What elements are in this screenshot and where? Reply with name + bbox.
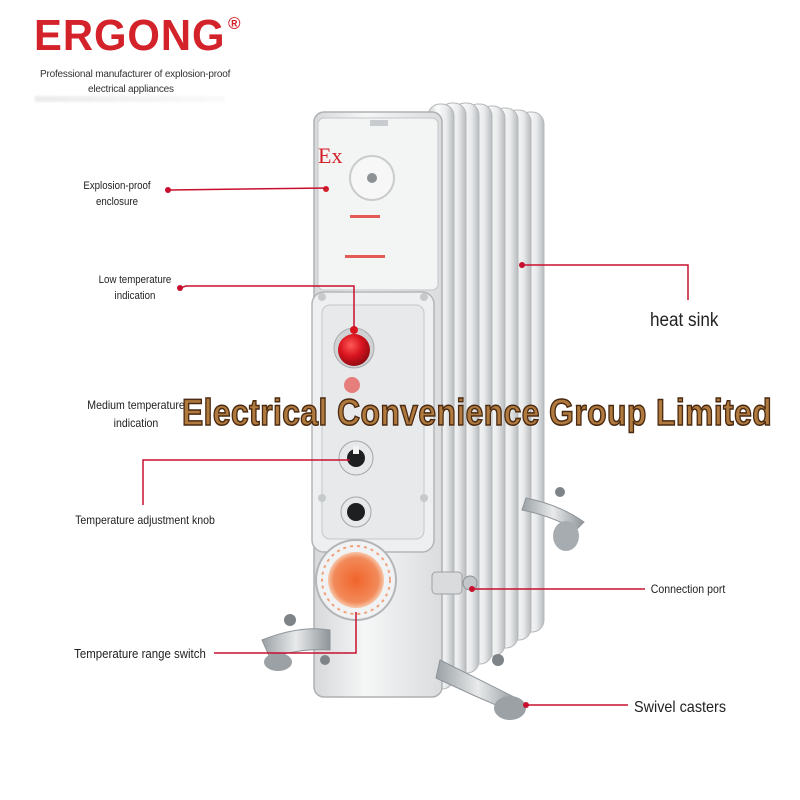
callout-dot-enclosure [165, 187, 171, 193]
callout-low-temperature-indication: Low temperature indication [98, 274, 172, 302]
line-heat-sink [522, 264, 689, 300]
line-adjust-knob [142, 459, 350, 505]
swivel-casters [261, 487, 585, 720]
temperature-range-switch[interactable] [315, 539, 397, 621]
callout-dot-casters [523, 702, 529, 708]
medium-temperature-indicator [344, 377, 360, 393]
brand-tagline-line1: Professional manufacturer of explosion-p… [40, 69, 231, 80]
callout-connection-port: Connection port [650, 582, 726, 596]
callout-temperature-range-switch: Temperature range switch [74, 646, 206, 661]
callout-dot-low-temp [177, 285, 183, 291]
low-temperature-indicator [333, 326, 375, 369]
callout-dot-connection-port [469, 586, 475, 592]
line-range-switch [214, 612, 357, 654]
connection-port [431, 571, 478, 595]
callout-dot-heat-sink [519, 262, 525, 268]
watermark-text: Electrical Convenience Group Limited [181, 391, 773, 434]
brand-logo: ERGONG [34, 11, 226, 60]
line-enclosure [169, 187, 329, 191]
ex-mark: Ex [318, 143, 342, 168]
callout-heat-sink: heat sink [650, 310, 719, 331]
temperature-adjustment-knob[interactable] [338, 440, 374, 528]
callout-lines [142, 187, 689, 706]
tagline-shadow [35, 96, 225, 102]
registered-mark: ® [228, 14, 241, 33]
callout-swivel-casters: Swivel casters [634, 699, 727, 716]
brand-tagline-line2: electrical appliances [88, 84, 174, 95]
callout-temperature-adjustment-knob: Temperature adjustment knob [75, 513, 215, 527]
callout-medium-temperature-indication: Medium temperature indication [87, 398, 185, 430]
line-low-temp [179, 285, 355, 328]
callout-explosion-proof-enclosure: Explosion-proof enclosure [83, 180, 151, 208]
